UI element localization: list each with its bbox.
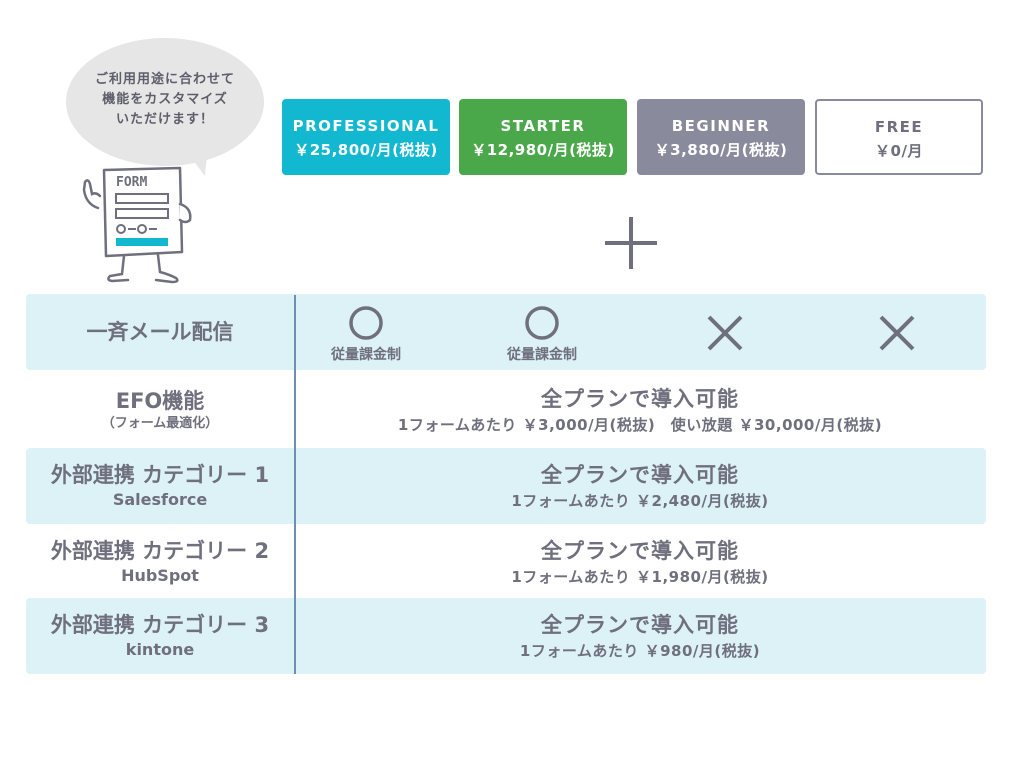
column-divider bbox=[294, 295, 296, 674]
availability-mark-beginner bbox=[705, 313, 745, 353]
cross-icon bbox=[707, 315, 743, 351]
plus-icon bbox=[605, 217, 657, 269]
bubble-line: いただけます！ bbox=[115, 112, 214, 127]
row-label-main: 外部連携 カテゴリー 2 bbox=[50, 539, 270, 563]
plan-name: PROFESSIONAL bbox=[292, 117, 440, 135]
row-headline: 全プランで導入可能 bbox=[541, 539, 739, 563]
plan-card-professional: PROFESSIONAL ￥25,800/月(税抜) bbox=[282, 99, 450, 175]
plan-price: ￥25,800/月(税抜) bbox=[294, 141, 438, 159]
row-headline: 全プランで導入可能 bbox=[541, 387, 739, 411]
plan-name: STARTER bbox=[500, 117, 586, 135]
row-headline: 全プランで導入可能 bbox=[541, 463, 739, 487]
row-label-main: 外部連携 カテゴリー 3 bbox=[50, 613, 270, 637]
bubble-line: ご利用用途に合わせて bbox=[94, 72, 235, 87]
cross-icon bbox=[879, 315, 915, 351]
row-detail: 1フォームあたり ￥3,000/月(税抜) 使い放題 ￥30,000/月(税抜) bbox=[397, 416, 883, 434]
availability-mark-free bbox=[877, 313, 917, 353]
row-label-main: 外部連携 カテゴリー 1 bbox=[50, 463, 270, 487]
circle-icon bbox=[349, 306, 383, 340]
form-mascot-illustration: FORM bbox=[82, 166, 192, 284]
table-row-efo: EFO機能 （フォーム最適化） 全プランで導入可能 1フォームあたり ￥3,00… bbox=[26, 372, 986, 448]
row-label-sub: HubSpot bbox=[121, 566, 199, 585]
plan-card-starter: STARTER ￥12,980/月(税抜) bbox=[459, 99, 627, 175]
row-label-sub: kintone bbox=[125, 640, 195, 659]
plan-card-free: FREE ￥0/月 bbox=[815, 99, 983, 175]
table-row-bulk-mail: 一斉メール配信 bbox=[26, 294, 986, 370]
row-content: 全プランで導入可能 1フォームあたり ￥980/月(税抜) bbox=[294, 598, 986, 674]
row-detail: 1フォームあたり ￥980/月(税抜) bbox=[519, 642, 761, 660]
plan-price: ￥12,980/月(税抜) bbox=[471, 141, 615, 159]
table-row-external-3: 外部連携 カテゴリー 3 kintone 全プランで導入可能 1フォームあたり … bbox=[26, 598, 986, 674]
row-content: 全プランで導入可能 1フォームあたり ￥2,480/月(税抜) bbox=[294, 448, 986, 524]
circle-icon bbox=[525, 306, 559, 340]
row-label: 外部連携 カテゴリー 2 HubSpot bbox=[26, 524, 294, 600]
row-label: 外部連携 カテゴリー 3 kintone bbox=[26, 598, 294, 674]
table-row-external-2: 外部連携 カテゴリー 2 HubSpot 全プランで導入可能 1フォームあたり … bbox=[26, 524, 986, 600]
form-label: FORM bbox=[116, 175, 147, 190]
row-label-main: 一斉メール配信 bbox=[86, 320, 234, 344]
speech-bubble bbox=[66, 38, 264, 166]
row-label-main: EFO機能 bbox=[115, 389, 205, 413]
row-label: 外部連携 カテゴリー 1 Salesforce bbox=[26, 448, 294, 524]
table-row-external-1: 外部連携 カテゴリー 1 Salesforce 全プランで導入可能 1フォームあ… bbox=[26, 448, 986, 524]
row-label: 一斉メール配信 bbox=[26, 294, 294, 370]
plan-price: ￥3,880/月(税抜) bbox=[654, 141, 788, 159]
row-detail: 1フォームあたり ￥2,480/月(税抜) bbox=[511, 492, 769, 510]
row-content: 全プランで導入可能 1フォームあたり ￥1,980/月(税抜) bbox=[294, 524, 986, 600]
mark-caption: 従量課金制 bbox=[507, 347, 577, 363]
plan-price: ￥0/月 bbox=[875, 142, 923, 160]
plan-name: FREE bbox=[874, 118, 924, 136]
row-headline: 全プランで導入可能 bbox=[541, 613, 739, 637]
availability-mark-professional: 従量課金制 bbox=[318, 304, 414, 364]
row-label: EFO機能 （フォーム最適化） bbox=[26, 372, 294, 448]
bubble-line: 機能をカスタマイズ bbox=[102, 92, 228, 107]
availability-mark-starter: 従量課金制 bbox=[494, 304, 590, 364]
plan-name: BEGINNER bbox=[671, 117, 771, 135]
row-label-note: （フォーム最適化） bbox=[101, 416, 219, 431]
row-label-sub: Salesforce bbox=[112, 490, 208, 509]
plan-card-beginner: BEGINNER ￥3,880/月(税抜) bbox=[637, 99, 805, 175]
speech-bubble-text: ご利用用途に合わせて 機能をカスタマイズ いただけます！ bbox=[66, 70, 264, 130]
row-detail: 1フォームあたり ￥1,980/月(税抜) bbox=[511, 568, 769, 586]
row-content: 全プランで導入可能 1フォームあたり ￥3,000/月(税抜) 使い放題 ￥30… bbox=[294, 372, 986, 448]
mark-caption: 従量課金制 bbox=[331, 347, 401, 363]
